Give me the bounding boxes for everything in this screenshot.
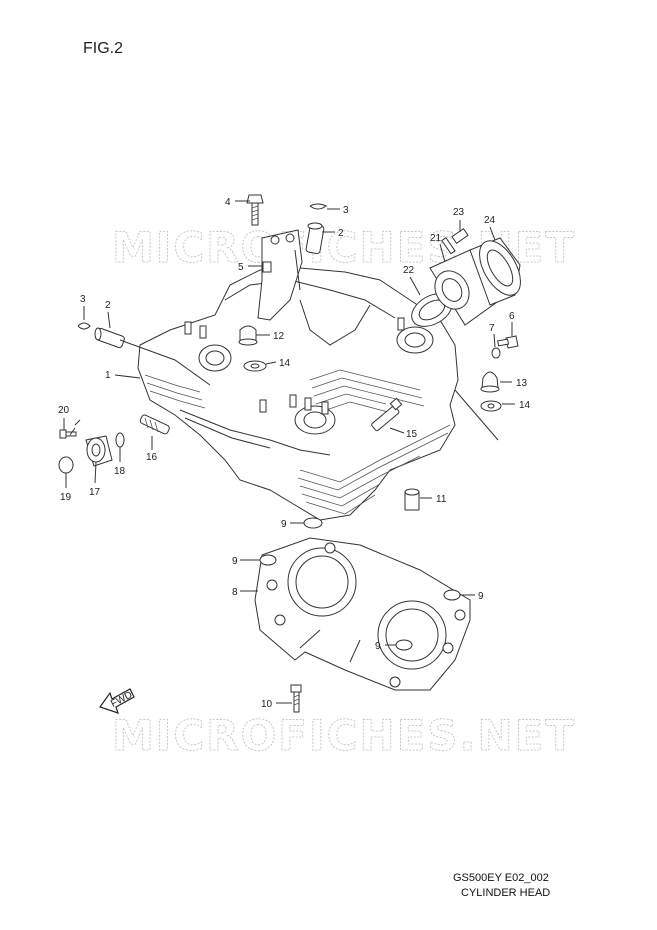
o-ring-9-center: [395, 639, 413, 651]
cam-holder: [257, 229, 303, 321]
callout-9-center: 9: [375, 641, 381, 652]
seal-19: [58, 456, 74, 474]
washer-7: [491, 347, 501, 359]
callout-5: 5: [238, 262, 244, 273]
callout-12: 12: [273, 331, 285, 342]
callout-20: 20: [58, 405, 70, 416]
callout-13: 13: [516, 378, 528, 389]
o-ring-9-upper: [303, 517, 323, 529]
callout-11: 11: [436, 494, 447, 505]
clip-3-left: [77, 322, 91, 330]
diagram-title: CYLINDER HEAD: [461, 887, 551, 899]
callout-8: 8: [232, 587, 238, 598]
callout-4: 4: [225, 197, 231, 208]
callout-numbers: 4 3 2 5 12 14 1 2 3 23 24 21 22 6 7 13 1…: [58, 197, 531, 710]
screw-20: [59, 429, 77, 439]
leader-lines: [63, 200, 515, 704]
callout-10: 10: [261, 699, 273, 710]
callout-24: 24: [484, 215, 496, 226]
plug-2-left: [94, 327, 125, 349]
dowel-5: [262, 261, 272, 273]
figure-label: FIG.2: [83, 40, 124, 57]
tach-housing-17: [85, 435, 113, 467]
cooling-fins: [297, 369, 451, 515]
watermark-bottom: MICROFICHES.NET: [112, 711, 576, 760]
plug-2-top: [305, 222, 325, 255]
callout-21: 21: [430, 233, 442, 244]
head-gasket-8: [254, 537, 471, 691]
callout-15: 15: [406, 429, 418, 440]
callout-1: 1: [105, 370, 111, 381]
callout-3-left: 3: [80, 294, 86, 305]
bolt-10: [290, 684, 302, 713]
callout-6: 6: [509, 311, 515, 322]
callout-14-left: 14: [279, 358, 291, 369]
callout-18: 18: [114, 466, 126, 477]
model-code: GS500EY E02_002: [453, 872, 549, 884]
intake-pipe-21: [429, 249, 501, 326]
tach-gear-16: [139, 414, 170, 435]
washer-14-right: [480, 400, 502, 412]
cap-nut-12: [238, 325, 258, 346]
callout-16: 16: [146, 452, 158, 463]
intake-boot-24: [469, 237, 521, 306]
o-ring-9-left: [259, 554, 277, 566]
callout-17: 17: [89, 487, 101, 498]
callout-9-left: 9: [232, 556, 238, 567]
callout-22: 22: [403, 265, 415, 276]
fwd-arrow-icon: FWD: [99, 688, 135, 714]
bolt-4: [246, 194, 264, 226]
o-ring-18: [115, 432, 125, 448]
callout-3-top: 3: [343, 205, 349, 216]
bolt-23: [441, 228, 469, 255]
cylinder-head: [137, 267, 459, 521]
clip-3-top: [309, 203, 327, 210]
callout-9-right: 9: [478, 591, 484, 602]
spark-plug-15: [371, 397, 403, 432]
bolt-6: [497, 335, 519, 349]
callout-23: 23: [453, 207, 465, 218]
fwd-label: FWD: [109, 690, 134, 710]
dowel-11: [404, 488, 420, 511]
callout-14-right: 14: [519, 400, 531, 411]
callout-2-top: 2: [338, 228, 344, 239]
washer-14-left: [243, 360, 267, 372]
callout-2-left: 2: [105, 300, 111, 311]
callout-7: 7: [489, 323, 495, 334]
cap-nut-13: [480, 371, 500, 393]
callout-19: 19: [60, 492, 72, 503]
o-ring-9-right: [443, 589, 461, 601]
callout-9-upper: 9: [281, 519, 287, 530]
